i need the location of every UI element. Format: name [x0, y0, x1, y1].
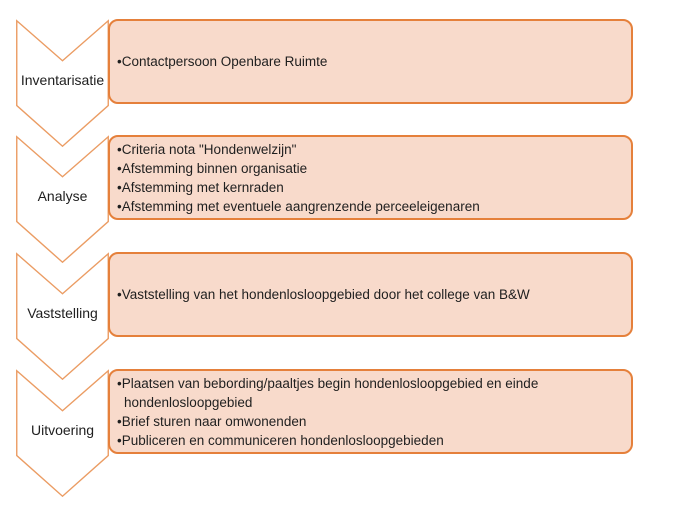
- chevron-down-icon: [16, 369, 109, 498]
- bullet-list: Criteria nota "Hondenwelzijn" Afstemming…: [117, 140, 619, 216]
- bullet-item: Afstemming met kernraden: [117, 178, 619, 197]
- step-detail-box: Plaatsen van bebording/paaltjes begin ho…: [108, 369, 633, 454]
- bullet-list: Vaststelling van het hondenlosloopgebied…: [117, 285, 619, 304]
- bullet-item: Afstemming binnen organisatie: [117, 159, 619, 178]
- step-label: Uitvoering: [30, 422, 95, 438]
- chevron-down-icon: [16, 135, 109, 264]
- bullet-list: Contactpersoon Openbare Ruimte: [117, 52, 619, 71]
- process-step-uitvoering: Uitvoering Plaatsen van bebording/paaltj…: [0, 369, 678, 500]
- step-label: Analyse: [37, 188, 88, 204]
- bullet-item: Plaatsen van bebording/paaltjes begin ho…: [117, 374, 619, 412]
- step-label: Vaststelling: [27, 305, 98, 321]
- bullet-item: Contactpersoon Openbare Ruimte: [117, 52, 619, 71]
- step-detail-box: Criteria nota "Hondenwelzijn" Afstemming…: [108, 135, 633, 220]
- bullet-list: Plaatsen van bebording/paaltjes begin ho…: [117, 374, 619, 450]
- step-detail-box: Contactpersoon Openbare Ruimte: [108, 19, 633, 104]
- bullet-item: Vaststelling van het hondenlosloopgebied…: [117, 285, 619, 304]
- step-detail-box: Vaststelling van het hondenlosloopgebied…: [108, 252, 633, 337]
- process-step-analyse: Analyse Criteria nota "Hondenwelzijn" Af…: [0, 135, 678, 266]
- chevron-down-icon: [16, 19, 109, 148]
- step-label: Inventarisatie: [20, 72, 105, 88]
- process-step-inventarisatie: Inventarisatie Contactpersoon Openbare R…: [0, 19, 678, 150]
- bullet-item: Brief sturen naar omwonenden: [117, 412, 619, 431]
- chevron-down-icon: [16, 252, 109, 381]
- process-step-vaststelling: Vaststelling Vaststelling van het honden…: [0, 252, 678, 383]
- bullet-item: Afstemming met eventuele aangrenzende pe…: [117, 197, 619, 216]
- bullet-item: Publiceren en communiceren hondenlosloop…: [117, 431, 619, 450]
- bullet-item: Criteria nota "Hondenwelzijn": [117, 140, 619, 159]
